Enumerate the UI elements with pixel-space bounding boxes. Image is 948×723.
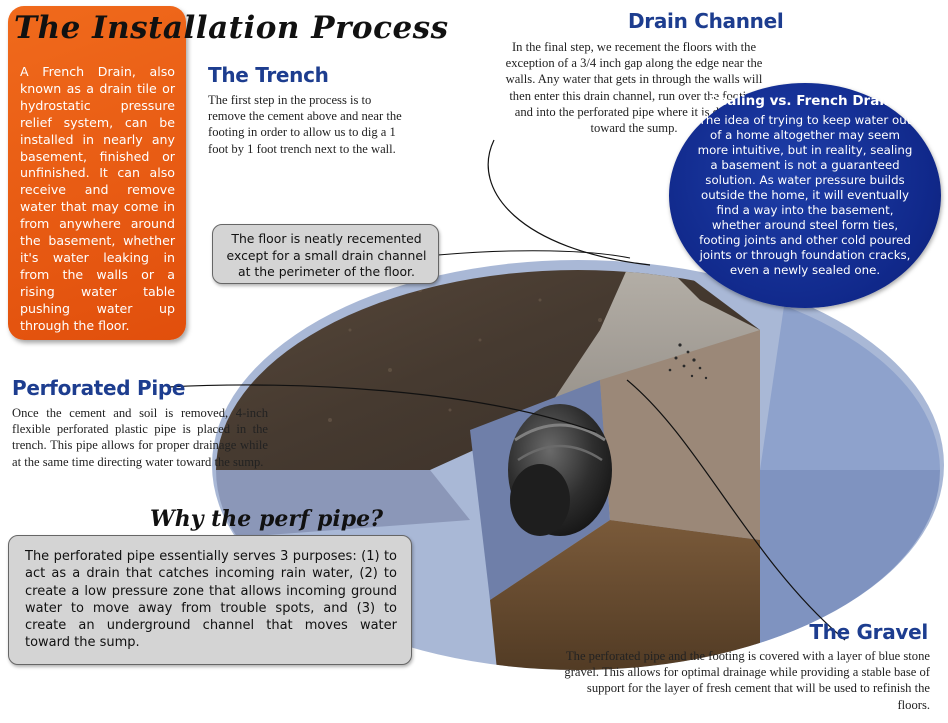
gravel-text: The perforated pipe and the footing is c…: [564, 649, 930, 712]
perforated-pipe-heading: Perforated Pipe: [12, 376, 186, 400]
soil-layer: [490, 520, 760, 670]
sealing-circle: [669, 83, 941, 308]
trench-heading: The Trench: [208, 63, 329, 87]
perforated-pipe-text: Once the cement and soil is removed, 4-i…: [12, 406, 268, 469]
floor-slab-cut-face: [216, 470, 470, 540]
main-title: The Installation Process: [14, 10, 449, 46]
why-callout: The perforated pipe essentially serves 3…: [8, 535, 412, 665]
intro-box: [8, 6, 186, 340]
sealing-text: The idea of trying to keep water out of …: [697, 113, 913, 277]
floor-callout-text: The floor is neatly recemented except fo…: [226, 231, 427, 279]
pointer-gravel: [626, 379, 846, 641]
drain-channel-text: In the final step, we recement the floor…: [505, 40, 763, 136]
why-heading: Why the perf pipe?: [150, 506, 384, 532]
sealing-heading: Sealing vs. French Drains: [708, 93, 902, 109]
why-text: The perforated pipe essentially serves 3…: [25, 549, 397, 651]
pointer-floor: [437, 250, 631, 259]
drain-channel-heading: Drain Channel: [628, 9, 784, 33]
gravel-heading: The Gravel: [809, 620, 928, 644]
perforated-pipe-shape: [508, 404, 612, 536]
pointer-perforated-pipe: [167, 384, 597, 433]
trench-text: The first step in the process is to remo…: [208, 93, 402, 156]
intro-text: A French Drain, also known as a drain ti…: [20, 64, 175, 333]
trench-wall-right: [600, 330, 760, 540]
floor-callout: The floor is neatly recemented except fo…: [212, 224, 439, 284]
pointer-drain-channel: [487, 139, 651, 266]
